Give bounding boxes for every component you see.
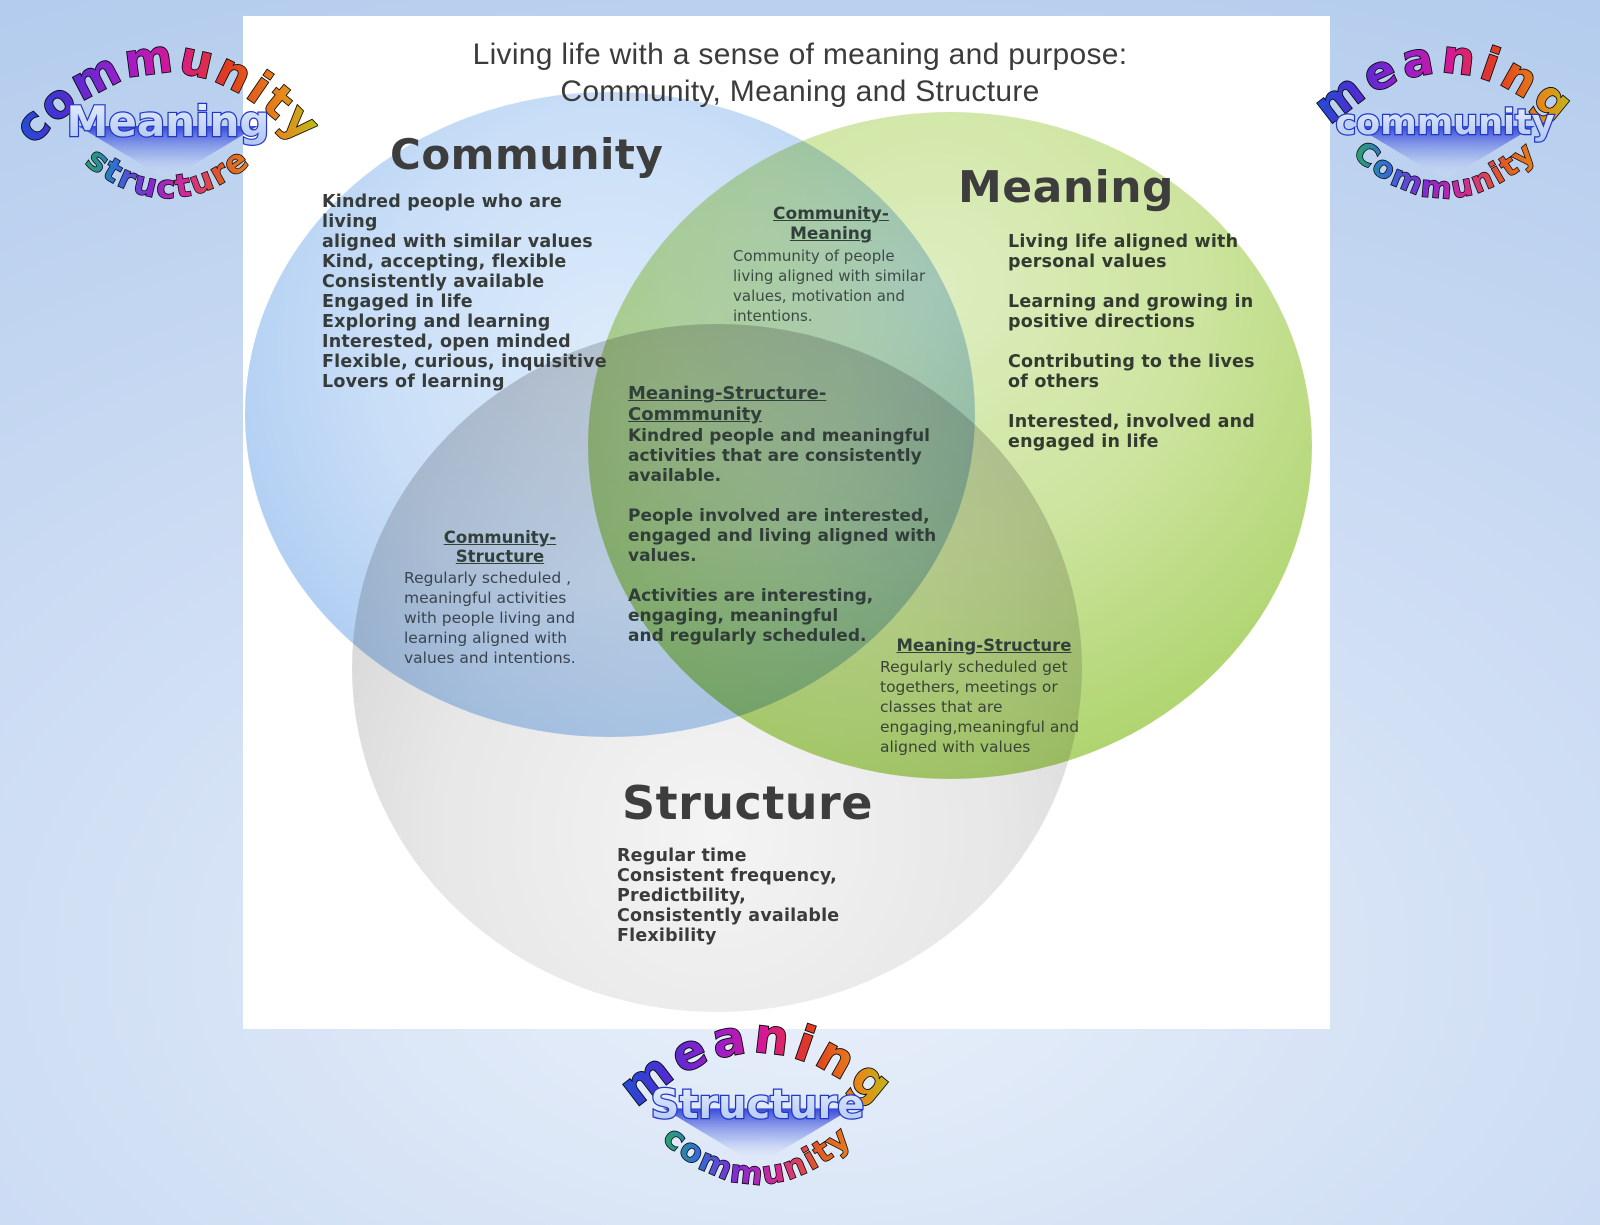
meaning-list: Living life aligned with personal values…	[1008, 232, 1255, 452]
community-meaning-heading: Community-Meaning	[773, 204, 889, 244]
wordart-glow	[78, 126, 258, 180]
community-list: Kindred people who are living aligned wi…	[322, 192, 607, 392]
meaning-structure-heading: Meaning-Structure	[896, 636, 1072, 655]
wordart-glow	[663, 1108, 852, 1166]
community-structure-body: Regularly scheduled , meaningful activit…	[404, 569, 576, 667]
wordart-middle-word: Structure	[651, 1082, 865, 1128]
diagram-panel	[243, 16, 1330, 1029]
wordart-middle-word: Meaning	[67, 97, 270, 146]
community-title: Community	[390, 130, 664, 179]
community-meaning-body: Community of people living aligned with …	[733, 247, 926, 325]
structure-title: Structure	[622, 776, 873, 830]
structure-circle	[352, 324, 1082, 1012]
community-structure-heading: Community-Structure	[443, 528, 557, 566]
wordart-middle-word: community	[1335, 103, 1554, 143]
center-heading: Meaning-Structure-Commmunity	[628, 383, 827, 425]
meaning-structure-body: Regularly scheduled get togethers, meeti…	[880, 658, 1080, 756]
wordart-bottom-center: meaning Structure community	[609, 1007, 902, 1194]
structure-list: Regular time Consistent frequency, Predi…	[617, 846, 840, 946]
wordart-top-left: community Meaning structure	[18, 27, 318, 207]
center-body: Kindred people and meaningful activities…	[628, 426, 937, 646]
page-title: Living life with a sense of meaning and …	[472, 38, 1128, 108]
wordart-top-right: meaning community Community	[1302, 28, 1583, 208]
wordart-glow	[1355, 126, 1535, 180]
meaning-title: Meaning	[958, 162, 1175, 213]
community-meaning-region: Community-Meaning Community of people li…	[733, 204, 929, 326]
meaning-structure-region: Meaning-Structure Regularly scheduled ge…	[880, 636, 1088, 757]
community-structure-region: Community-Structure Regularly scheduled …	[404, 528, 596, 668]
center-region: Meaning-Structure-Commmunity Kindred peo…	[628, 383, 958, 646]
